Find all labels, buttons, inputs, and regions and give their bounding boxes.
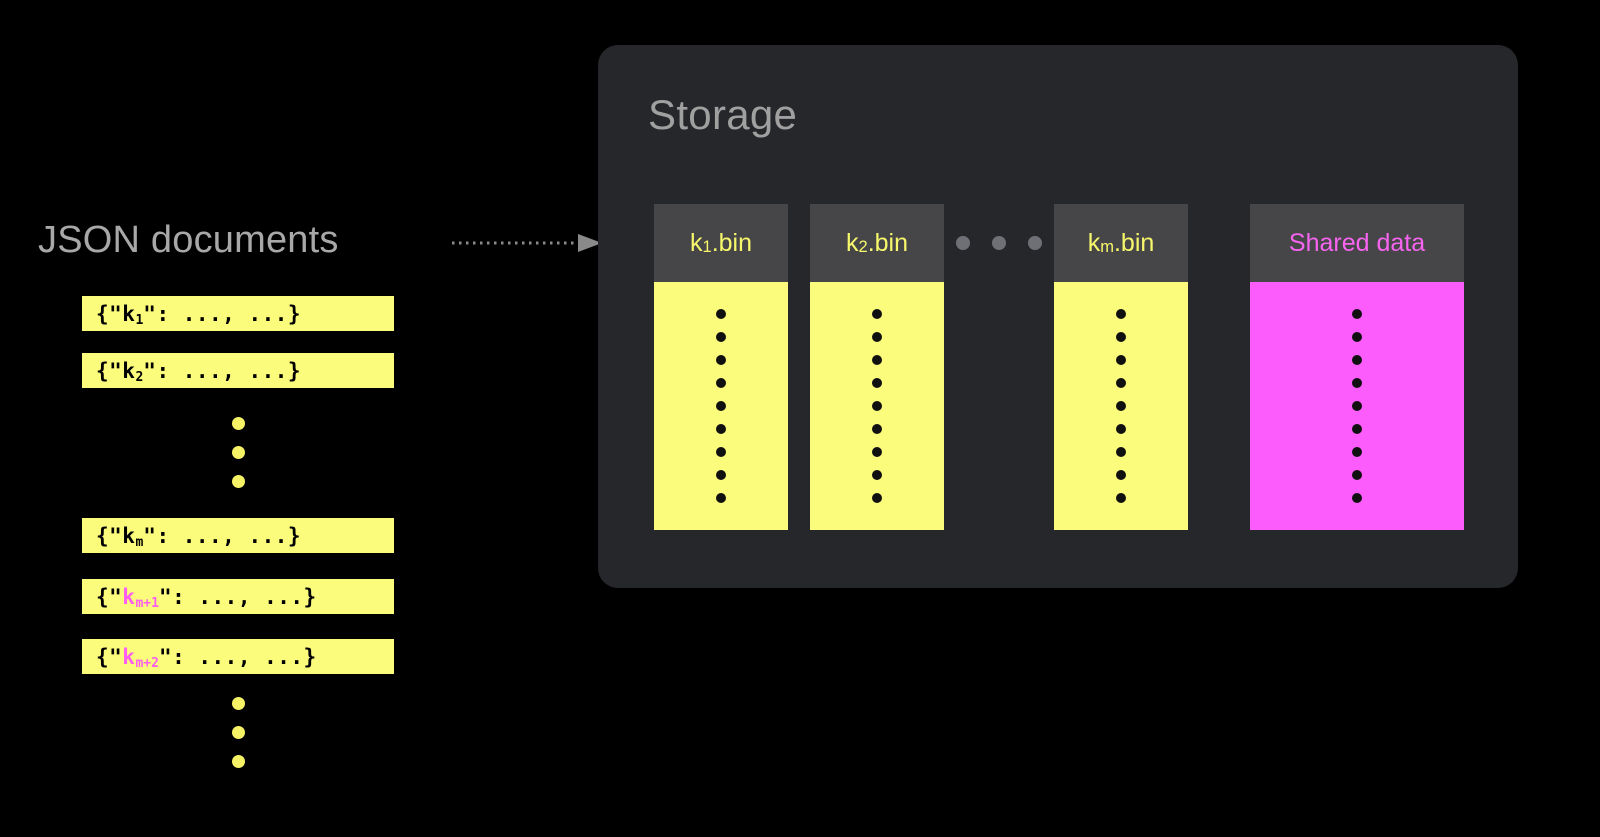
arrow-head — [578, 234, 602, 252]
bin-record-dot — [872, 424, 882, 434]
bin-record-dot — [872, 470, 882, 480]
json-document-row: {"k2": ..., ...} — [82, 353, 394, 388]
doc-prefix: {" — [96, 301, 123, 326]
bin-record-dot — [1352, 424, 1362, 434]
bin-record-dot — [1352, 378, 1362, 388]
bin-record-dot — [716, 424, 726, 434]
bins-ellipsis-dot — [956, 236, 970, 250]
bin-record-dot — [1116, 493, 1126, 503]
doc-key: km — [122, 523, 144, 551]
bin-record-dot — [716, 493, 726, 503]
json-document-row: {"k1": ..., ...} — [82, 296, 394, 331]
doc-suffix: ": ..., ...} — [143, 301, 302, 326]
bin-record-dot — [872, 378, 882, 388]
bin-record-dot — [1352, 309, 1362, 319]
doc-key-subscript: m+2 — [135, 656, 159, 672]
bin-record-dot — [1352, 355, 1362, 365]
json-document-row: {"km": ..., ...} — [82, 518, 394, 553]
bin-body — [1250, 282, 1464, 530]
doc-key-subscript: 2 — [135, 370, 144, 386]
doc-key: km+2 — [122, 644, 159, 672]
doc-key-subscript: m+1 — [135, 596, 159, 612]
bin-body — [654, 282, 788, 530]
bin-record-dot — [1116, 424, 1126, 434]
bin-record-dot — [1116, 378, 1126, 388]
bin-record-dot — [716, 378, 726, 388]
bin-header-label: Shared data — [1250, 204, 1464, 282]
doc-prefix: {" — [96, 584, 123, 609]
bin-label-subscript: 2 — [858, 237, 868, 256]
bin-record-dot — [872, 332, 882, 342]
bin-record-dot — [872, 447, 882, 457]
doc-key: k1 — [122, 301, 144, 329]
bin-body — [1054, 282, 1188, 530]
bin-record-dot — [1116, 470, 1126, 480]
bin-record-dot — [872, 355, 882, 365]
bin-label-subscript: m — [1100, 237, 1114, 256]
bin-record-dot — [872, 493, 882, 503]
storage-bin-shared-data[interactable]: Shared data — [1250, 204, 1464, 530]
bin-record-dot — [1116, 447, 1126, 457]
bin-record-dot — [1352, 401, 1362, 411]
bin-record-dot — [1352, 470, 1362, 480]
doc-prefix: {" — [96, 523, 123, 548]
flow-arrow-icon — [452, 234, 602, 252]
bin-body — [810, 282, 944, 530]
bin-record-dot — [1352, 447, 1362, 457]
doc-suffix: ": ..., ...} — [143, 523, 302, 548]
json-documents-label: JSON documents — [38, 219, 339, 261]
bins-ellipsis — [944, 204, 1054, 282]
bin-record-dot — [716, 332, 726, 342]
json-documents-section: JSON documents {"k1": ..., ...} {"k2": .… — [0, 0, 560, 837]
bin-record-dot — [716, 401, 726, 411]
bin-record-dot — [716, 355, 726, 365]
bin-record-dot — [1116, 401, 1126, 411]
ellipsis-dot — [232, 446, 245, 459]
json-document-row: {"km+1": ..., ...} — [82, 579, 394, 614]
documents-ellipsis-lower — [232, 697, 245, 768]
doc-prefix: {" — [96, 358, 123, 383]
ellipsis-dot — [232, 755, 245, 768]
bin-record-dot — [716, 309, 726, 319]
ellipsis-dot — [232, 726, 245, 739]
bin-record-dot — [1352, 332, 1362, 342]
doc-suffix: ": ..., ...} — [158, 584, 317, 609]
doc-suffix: ": ..., ...} — [143, 358, 302, 383]
bin-record-dot — [716, 447, 726, 457]
doc-prefix: {" — [96, 644, 123, 669]
ellipsis-dot — [232, 697, 245, 710]
doc-key-subscript: m — [135, 535, 144, 551]
doc-key: k2 — [122, 358, 144, 386]
ellipsis-dot — [232, 417, 245, 430]
bin-record-dot — [1116, 309, 1126, 319]
bin-record-dot — [1352, 493, 1362, 503]
doc-suffix: ": ..., ...} — [158, 644, 317, 669]
json-document-row: {"km+2": ..., ...} — [82, 639, 394, 674]
bin-record-dot — [872, 309, 882, 319]
bins-ellipsis-dot — [992, 236, 1006, 250]
storage-title: Storage — [648, 91, 798, 138]
bins-ellipsis-dot — [1028, 236, 1042, 250]
bin-record-dot — [872, 401, 882, 411]
doc-key-subscript: 1 — [135, 313, 144, 329]
bin-label-subscript: 1 — [702, 237, 712, 256]
ellipsis-dot — [232, 475, 245, 488]
bin-record-dot — [1116, 355, 1126, 365]
doc-key: km+1 — [122, 584, 159, 612]
documents-ellipsis-upper — [232, 417, 245, 488]
bin-record-dot — [716, 470, 726, 480]
bin-record-dot — [1116, 332, 1126, 342]
